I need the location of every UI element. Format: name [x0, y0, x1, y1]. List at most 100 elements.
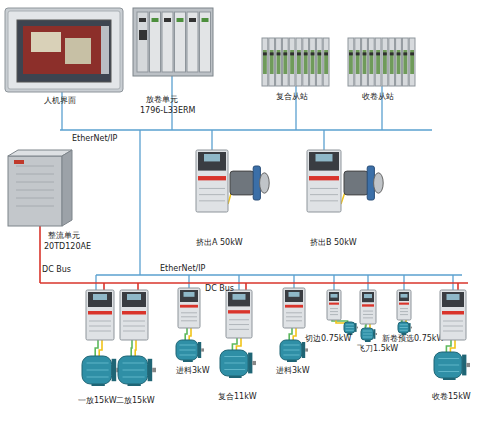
device-label: 挤出B 50kW	[310, 238, 357, 248]
device-shape	[82, 356, 112, 384]
drive-unit: 进料3kW	[178, 288, 200, 328]
device-shape	[355, 38, 361, 86]
device-shape	[397, 290, 411, 320]
device-shape	[290, 52, 294, 55]
device-shape	[183, 360, 193, 362]
device-shape	[123, 377, 145, 378]
device-shape	[398, 322, 409, 333]
drive-unit: 挤出A 50kW	[196, 150, 228, 212]
device-shape	[400, 324, 408, 325]
motor	[176, 340, 204, 362]
device-shape	[269, 38, 275, 86]
device-shape	[16, 198, 54, 199]
device-shape	[316, 154, 333, 161]
device-shape	[331, 294, 338, 298]
device-shape	[224, 356, 245, 357]
device-graphic	[178, 288, 200, 328]
motor	[434, 352, 470, 380]
device-shape	[400, 314, 408, 315]
device-shape	[229, 329, 249, 330]
device-shape	[399, 292, 409, 301]
ethernet-drop	[188, 275, 189, 288]
device-shape	[198, 152, 226, 171]
device-graphic	[348, 38, 416, 86]
drive-unit: 切边0.75kW	[327, 290, 341, 320]
dc-bus-drop	[103, 283, 105, 290]
device-graphic	[307, 150, 341, 212]
device-shape	[374, 173, 384, 193]
device-shape	[399, 303, 409, 305]
device-shape	[220, 350, 248, 376]
io-station: 复合从站	[262, 38, 330, 86]
device-graphic	[397, 290, 411, 320]
device-shape	[397, 52, 401, 55]
dc-bus-drop	[137, 283, 139, 290]
device-shape	[400, 308, 408, 309]
bus-label: DC Bus	[42, 265, 71, 275]
device-graphic	[196, 150, 228, 212]
device-graphic	[360, 290, 376, 324]
device-shape	[447, 294, 460, 300]
device-shape	[443, 321, 463, 322]
device-shape	[329, 292, 339, 301]
device-shape	[363, 317, 373, 318]
device-shape	[438, 358, 459, 359]
device-shape	[466, 363, 470, 367]
device-shape	[16, 182, 54, 183]
device-shape	[175, 12, 186, 72]
device-shape	[133, 8, 213, 76]
device-shape	[396, 38, 402, 86]
device-shape	[296, 38, 302, 86]
drive-unit: 一放15kW	[86, 290, 114, 340]
device-shape	[228, 310, 250, 313]
device-shape	[357, 327, 358, 329]
device-shape	[148, 359, 153, 381]
servo-motor	[230, 166, 269, 200]
device-shape	[181, 316, 197, 317]
device-shape	[403, 50, 407, 74]
device-shape	[118, 356, 148, 384]
device-shape	[390, 50, 394, 74]
device-shape	[87, 377, 109, 378]
device-shape	[179, 355, 195, 356]
device-shape	[368, 38, 374, 86]
device-shape	[283, 52, 287, 55]
hmi-panel: 人机界面	[5, 8, 123, 92]
device-shape	[139, 18, 146, 22]
ethernet-line	[60, 129, 432, 130]
device-shape	[462, 355, 466, 376]
device-shape	[180, 290, 198, 302]
dc-bus-drop	[245, 283, 247, 290]
drive-unit: 收卷15kW	[440, 290, 466, 340]
device-shape	[317, 52, 321, 55]
device-shape	[123, 370, 145, 371]
device-graphic	[327, 290, 341, 320]
device-shape	[164, 18, 171, 22]
dc-bus-drop	[39, 226, 41, 283]
device-shape	[324, 52, 328, 55]
device-shape	[442, 292, 464, 307]
device-shape	[389, 38, 395, 86]
motor	[344, 322, 358, 335]
device-graphic	[8, 150, 72, 226]
motor-cable	[369, 324, 371, 328]
motor-cable	[289, 328, 292, 340]
device-shape	[316, 38, 322, 86]
device-shape	[199, 200, 225, 201]
bus-label: EtherNet/IP	[160, 264, 205, 274]
device-shape	[383, 50, 387, 74]
device-shape	[16, 190, 54, 191]
device-shape	[123, 326, 145, 327]
device-shape	[364, 294, 372, 298]
device-shape	[346, 330, 354, 331]
device-shape	[179, 350, 195, 351]
device-shape	[229, 324, 249, 325]
ethernet-drop	[323, 130, 324, 150]
io-station: 收卷从站	[348, 38, 416, 86]
device-label: 切边0.75kW	[305, 334, 351, 344]
device-shape	[286, 316, 302, 317]
motor-cable	[95, 340, 98, 356]
device-shape	[289, 292, 300, 297]
device-shape	[297, 52, 301, 55]
